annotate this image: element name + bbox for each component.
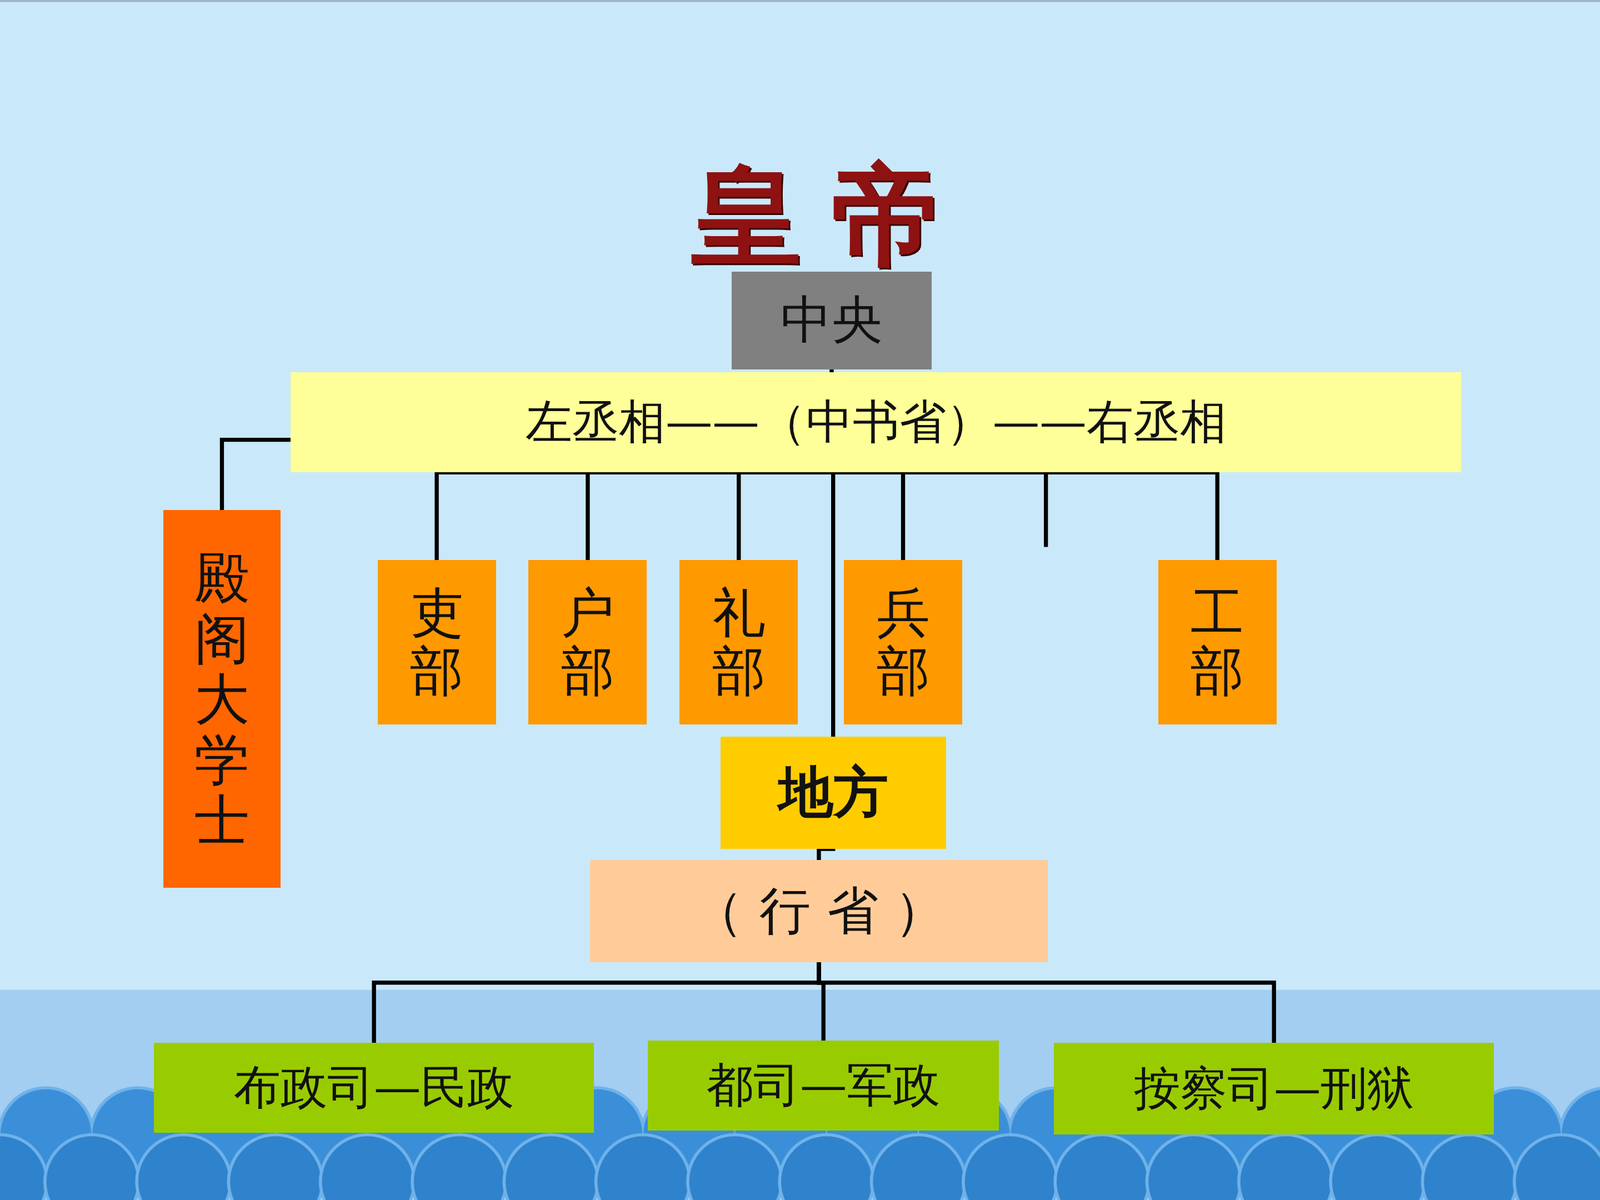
node-label: 布政司—民政 [233,1056,514,1120]
node-label: 按察司—刑狱 [1133,1057,1414,1121]
connector [738,472,877,560]
ministry-box: 兵部 [843,560,963,725]
top-edge [0,0,1600,3]
ministry-box: 礼部 [679,560,798,725]
node-label: 户部 [561,583,615,701]
connector [876,472,1218,560]
connector [373,962,819,1043]
office-box: 布政司—民政 [153,1042,594,1133]
node-label: （ 行 省 ） [692,877,946,946]
connector [818,962,1274,1043]
node-label: 工部 [1190,583,1244,701]
empty-ministry-stub [1043,472,1048,547]
ministry-box: 户部 [528,560,647,725]
sea-band [0,990,1600,1200]
connector [818,848,834,860]
connector [436,472,877,560]
grand-secretary-box: 殿阁大学士 [163,510,281,888]
province-box: （ 行 省 ） [590,860,1049,963]
node-label: 兵部 [876,583,930,701]
node-label: 地方 [778,756,889,830]
connector [876,472,904,560]
node-label: 左丞相——（中书省）——右丞相 [525,390,1227,454]
node-label: 礼部 [712,583,766,701]
central-box: 中央 [731,271,932,370]
office-box: 都司—军政 [647,1040,999,1131]
node-label: 中央 [780,286,883,355]
node-label: 吏部 [410,583,464,701]
node-label: 殿阁大学士 [194,547,250,850]
ministry-box: 吏部 [377,560,497,725]
office-box: 按察司—刑狱 [1053,1042,1494,1135]
title: 皇帝 [691,142,973,292]
local-box: 地方 [720,736,947,849]
ministry-box: 工部 [1158,560,1277,725]
secretariat-band: 左丞相——（中书省）——右丞相 [290,372,1462,473]
node-label: 都司—军政 [706,1053,940,1118]
